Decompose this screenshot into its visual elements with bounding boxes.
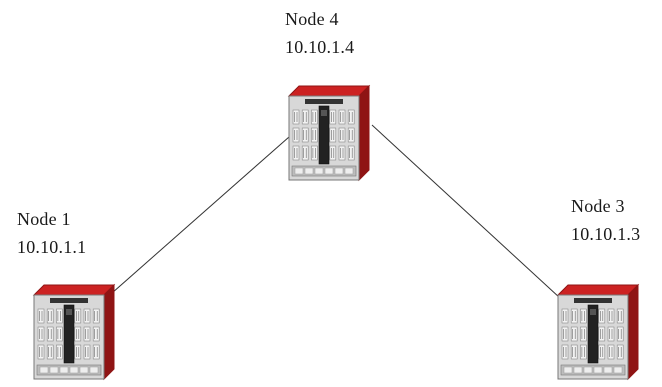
node4-device-icon	[287, 84, 372, 184]
node4-ip: 10.10.1.4	[285, 37, 355, 57]
node1-ip: 10.10.1.1	[17, 237, 87, 257]
device-chassis-graphic	[287, 84, 371, 182]
link-node4-node3	[371, 124, 561, 299]
node3-ip: 10.10.1.3	[571, 224, 641, 244]
node3-name: Node 3	[571, 196, 625, 216]
node1-label: Node 1 10.10.1.1	[17, 207, 86, 259]
device-chassis-graphic	[556, 283, 640, 381]
node4-label: Node 4 10.10.1.4	[285, 7, 354, 59]
link-node4-node1	[111, 136, 290, 294]
node1-device-icon	[32, 283, 117, 383]
node3-device-icon	[556, 283, 641, 383]
node1-name: Node 1	[17, 209, 71, 229]
device-chassis-graphic	[32, 283, 116, 381]
node3-label: Node 3 10.10.1.3	[571, 194, 640, 246]
node4-name: Node 4	[285, 9, 339, 29]
